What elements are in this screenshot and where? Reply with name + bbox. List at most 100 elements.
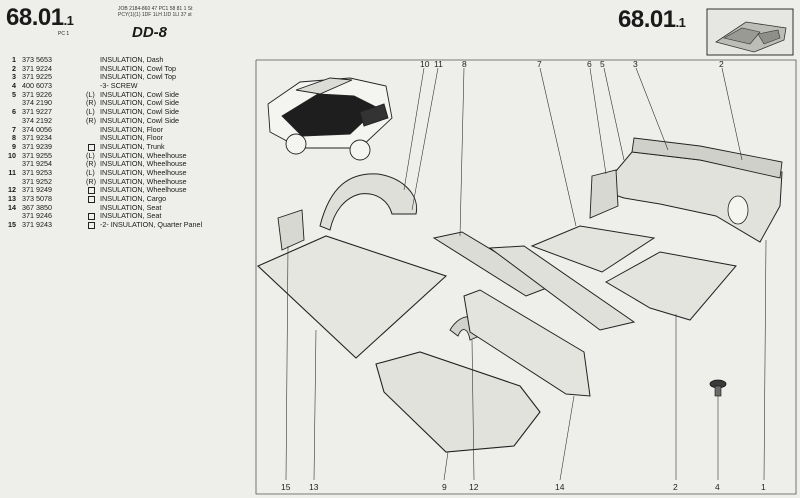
part-description: INSULATION, Floor [100,133,163,143]
section-code-left: 68.01.1 [6,4,74,32]
part-ref-number: 15 [8,220,16,230]
parts-list-row: 4 400 6073 -3- SCREW [4,81,254,91]
part-ref-number: 12 [8,185,16,195]
cargo-insulation-shape [257,235,448,359]
part-side: (R) [86,115,96,125]
part-ref-number: 13 [8,194,16,203]
part-description: INSULATION, Cowl Side [100,89,179,99]
screw-icon [709,379,727,397]
part-side: (L) [86,167,95,177]
checkbox-icon [88,143,95,151]
part-number: 371 9239 [22,141,52,151]
header-small-print: JOB 2184-860 47 PC1 58 81 1 St PCY(1)(1)… [118,6,238,18]
callout-bottom-12: 12 [469,482,479,492]
part-description: INSULATION, Dash [100,55,164,64]
part-description: INSULATION, Wheelhouse [100,150,187,160]
part-ref-number: 11 [8,167,16,177]
section-code-right: 68.01.1 [618,6,686,34]
part-ref-number: 10 [8,150,16,160]
part-number: 374 2192 [22,115,52,125]
part-description: INSULATION, Floor [100,124,163,134]
callout-bottom-2: 2 [673,482,678,492]
leader-lines [285,67,767,481]
part-side: (R) [86,176,96,186]
part-ref-number: 14 [8,202,16,212]
pcs-label: PC 1 [58,31,70,37]
header-small-print-line-2: PCY(1)(1) 1DF 1LH 1ID 1LI 37 st [118,12,192,18]
part-number: 371 9234 [22,133,52,143]
checkbox-icon [88,222,95,230]
parts-list-row: 374 2192 (R) INSULATION, Cowl Side [4,115,254,126]
quarter-panel-insulation-shape [277,209,305,251]
callout-bottom-9: 9 [442,482,447,492]
part-number: 367 3850 [22,202,52,212]
parts-list-row: 8 371 9234 INSULATION, Floor [4,133,254,143]
part-description: INSULATION, Trunk [100,141,165,151]
section-code-main: 68.01 [6,4,64,31]
part-ref-number: 7 [12,124,16,134]
callout-top-5: 5 [600,59,605,69]
thumbnail-illustration [706,8,794,56]
part-description: INSULATION, Wheelhouse [100,176,187,186]
section-code-suffix-right: .1 [675,15,686,30]
callout-top-2: 2 [719,59,724,69]
part-side: (R) [86,159,96,169]
parts-list-row: 374 2190(R)INSULATION, Cowl Side [4,99,254,108]
part-ref-number: 3 [12,72,16,82]
callout-top-10: 10 [420,59,430,69]
part-description: INSULATION, Cowl Side [100,115,179,125]
parts-list-row: 371 9254 (R) INSULATION, Wheelhouse [4,160,254,169]
part-number: 371 9252 [22,176,52,186]
part-number: 371 9226 [22,89,52,99]
part-description: INSULATION, Cowl Side [100,98,179,108]
callout-top-6: 6 [587,59,592,69]
parts-list-row: 371 9252 (R) INSULATION, Wheelhouse [4,176,254,187]
part-ref-number: 4 [12,81,16,91]
part-number: 400 6073 [22,81,52,91]
checkbox-icon [88,213,95,221]
part-description: INSULATION, Wheelhouse [100,159,187,169]
part-number: 371 9227 [22,107,52,117]
part-ref-number: 1 [12,55,16,64]
part-description: -3- SCREW [100,81,138,91]
floor-insulation-front-right [604,251,737,321]
part-number: 374 0056 [22,124,52,134]
part-number: 373 5653 [22,55,52,64]
part-number: 373 5078 [22,194,52,203]
part-description: INSULATION, Cowl Side [100,107,179,117]
seat-insulation-shape [463,289,591,397]
callout-top-11: 11 [434,59,443,69]
header-small-print-line-1: JOB 2184-860 47 PC1 58 81 1 St [118,6,193,12]
part-number: 371 9253 [22,167,52,177]
callouts-top: 10 11 8 7 6 5 3 2 [420,59,724,69]
model-designation: DD-8 [132,24,168,41]
callout-bottom-14: 14 [555,482,565,492]
part-side: (L) [86,107,95,117]
callout-bottom-4: 4 [715,482,720,492]
part-number: 371 9254 [22,159,52,169]
wheelhouse-insulation-shape [319,173,418,231]
tunnel-insulation [488,245,636,331]
callout-bottom-13: 13 [309,482,319,492]
part-ref-number: 8 [12,133,16,143]
part-side: (L) [86,150,95,160]
callout-bottom-1: 1 [761,482,766,492]
part-description: -2- INSULATION, Quarter Panel [100,220,203,230]
checkbox-icon [88,187,95,195]
part-number: 371 9225 [22,72,52,82]
parts-list-row: 1 373 5653 INSULATION, Dash [4,55,254,65]
part-description: INSULATION, Seat [100,202,162,212]
checkbox-icon [88,196,95,203]
section-code-main-right: 68.01 [618,6,676,33]
cowl-top-insulation-shape [631,137,783,179]
